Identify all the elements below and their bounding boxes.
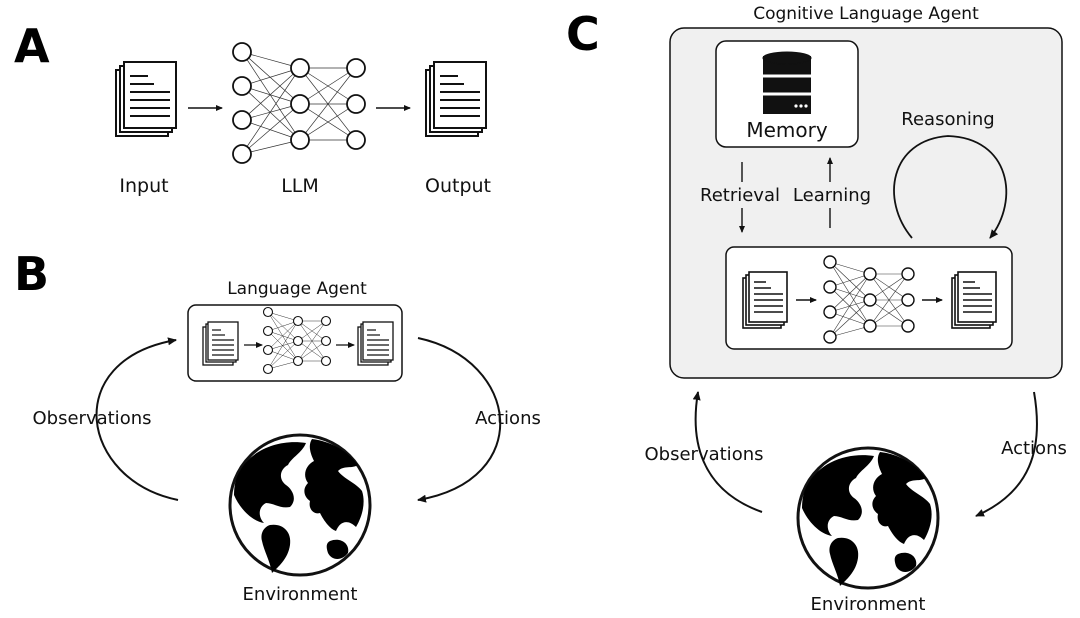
- language-agent-title: Language Agent: [227, 279, 367, 299]
- label-output: Output: [425, 175, 491, 197]
- label-input: Input: [119, 175, 168, 197]
- panel-b: B Language Agent: [14, 247, 541, 605]
- panel-a-letter: A: [14, 19, 50, 73]
- observations-arrow: [95, 337, 179, 501]
- observations-arrow: [692, 391, 763, 513]
- cognitive-agent-title: Cognitive Language Agent: [753, 4, 979, 24]
- document-icon: [425, 61, 487, 137]
- reasoning-arrow: [893, 135, 1008, 239]
- document-icon: [115, 61, 177, 137]
- label-actions: Actions: [475, 408, 541, 429]
- document-icon: [742, 271, 788, 329]
- panel-c: C Cognitive Language Agent Memory Retrie…: [566, 4, 1067, 615]
- label-environment: Environment: [811, 594, 926, 615]
- document-icon: [202, 321, 239, 366]
- document-icon: [357, 321, 394, 366]
- neural-network-icon: [232, 42, 366, 164]
- label-llm: LLM: [281, 175, 319, 197]
- document-icon: [951, 271, 997, 329]
- label-memory: Memory: [746, 118, 828, 142]
- panel-c-letter: C: [566, 7, 600, 61]
- neural-network-icon: [823, 255, 915, 344]
- database-icon: [762, 51, 812, 114]
- actions-arrow: [417, 337, 502, 503]
- label-learning: Learning: [793, 185, 871, 206]
- actions-arrow: [975, 391, 1038, 517]
- label-observations: Observations: [645, 444, 764, 465]
- globe-icon: [228, 433, 372, 577]
- neural-network-icon: [262, 306, 332, 375]
- panel-a: A: [14, 19, 491, 197]
- label-environment: Environment: [243, 584, 358, 605]
- panel-b-letter: B: [14, 247, 49, 301]
- label-actions: Actions: [1001, 438, 1067, 459]
- globe-icon: [796, 446, 940, 590]
- label-retrieval: Retrieval: [700, 185, 780, 206]
- label-reasoning: Reasoning: [901, 109, 994, 130]
- label-observations: Observations: [33, 408, 152, 429]
